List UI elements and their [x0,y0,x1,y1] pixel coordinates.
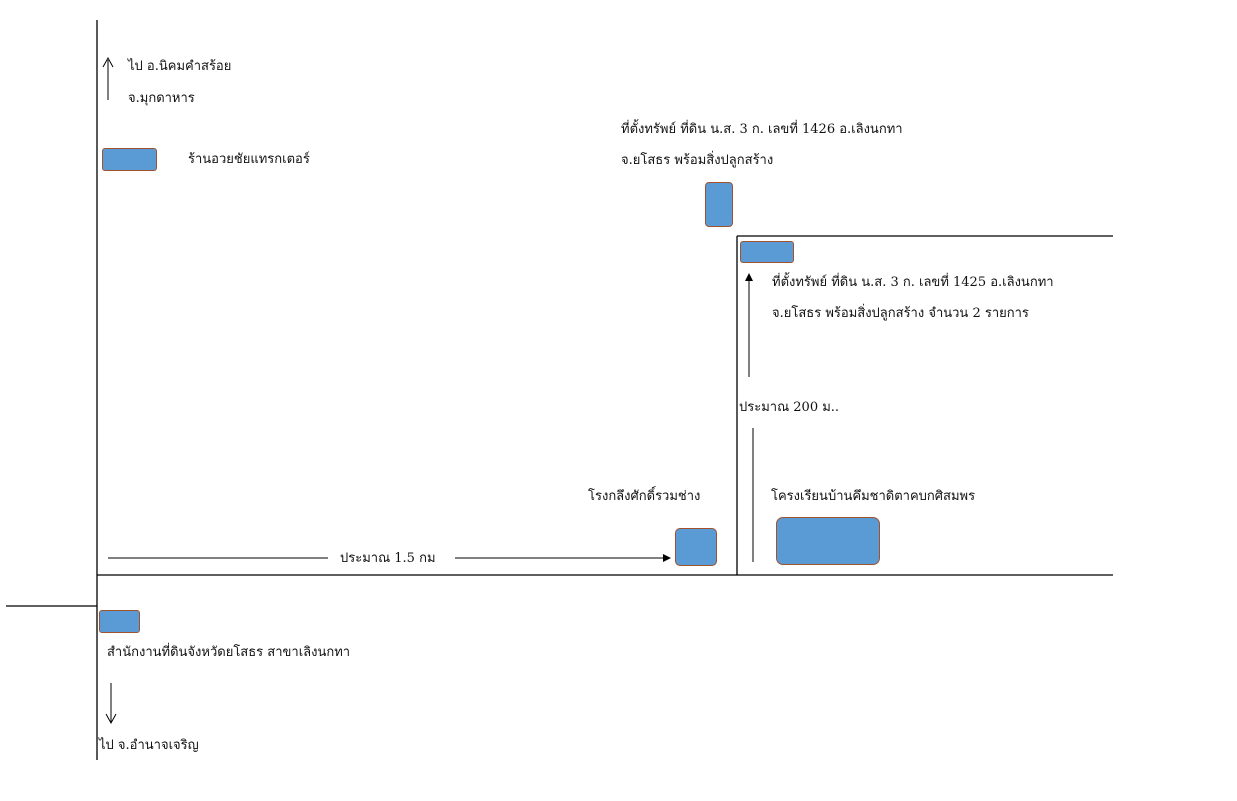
school-marker [776,517,880,565]
north-destination-province-label: จ.มุกดาหาร [128,91,195,106]
shop-marker [102,148,157,171]
property-1425-label-line2: จ.ยโสธร พร้อมสิ่งปลูกสร้าง จำนวน 2 รายกา… [772,306,1029,321]
school-label: โครงเรียนบ้านคึมชาดิตาคบกศิสมพร [771,489,976,504]
land-office-marker [99,610,140,633]
distance-200m-label: ประมาณ 200 ม.. [739,400,840,415]
property-1426-label-line2: จ.ยโสธร พร้อมสิ่งปลูกสร้าง [621,153,774,168]
shop-label: ร้านอวยชัยแทรกเตอร์ [188,152,310,167]
property-1425-label-line1: ที่ตั้งทรัพย์ ที่ดิน น.ส. 3 ก. เลขที่ 14… [772,275,1054,290]
south-destination-label: ไป จ.อำนาจเจริญ [99,738,199,753]
distance-1-5km-label: ประมาณ 1.5 กม [336,551,440,567]
north-destination-label: ไป อ.นิคมคำสร้อย [128,59,232,74]
rice-mill-label: โรงกลึงศักดิ์รวมช่าง [588,489,701,504]
rice-mill-marker [675,528,717,566]
property-1425-marker [740,241,794,263]
land-office-label: สำนักงานที่ดินจังหวัดยโสธร สาขาเลิงนกทา [107,645,351,660]
property-1426-marker [705,182,733,227]
property-1426-label-line1: ที่ตั้งทรัพย์ ที่ดิน น.ส. 3 ก. เลขที่ 14… [621,122,903,137]
